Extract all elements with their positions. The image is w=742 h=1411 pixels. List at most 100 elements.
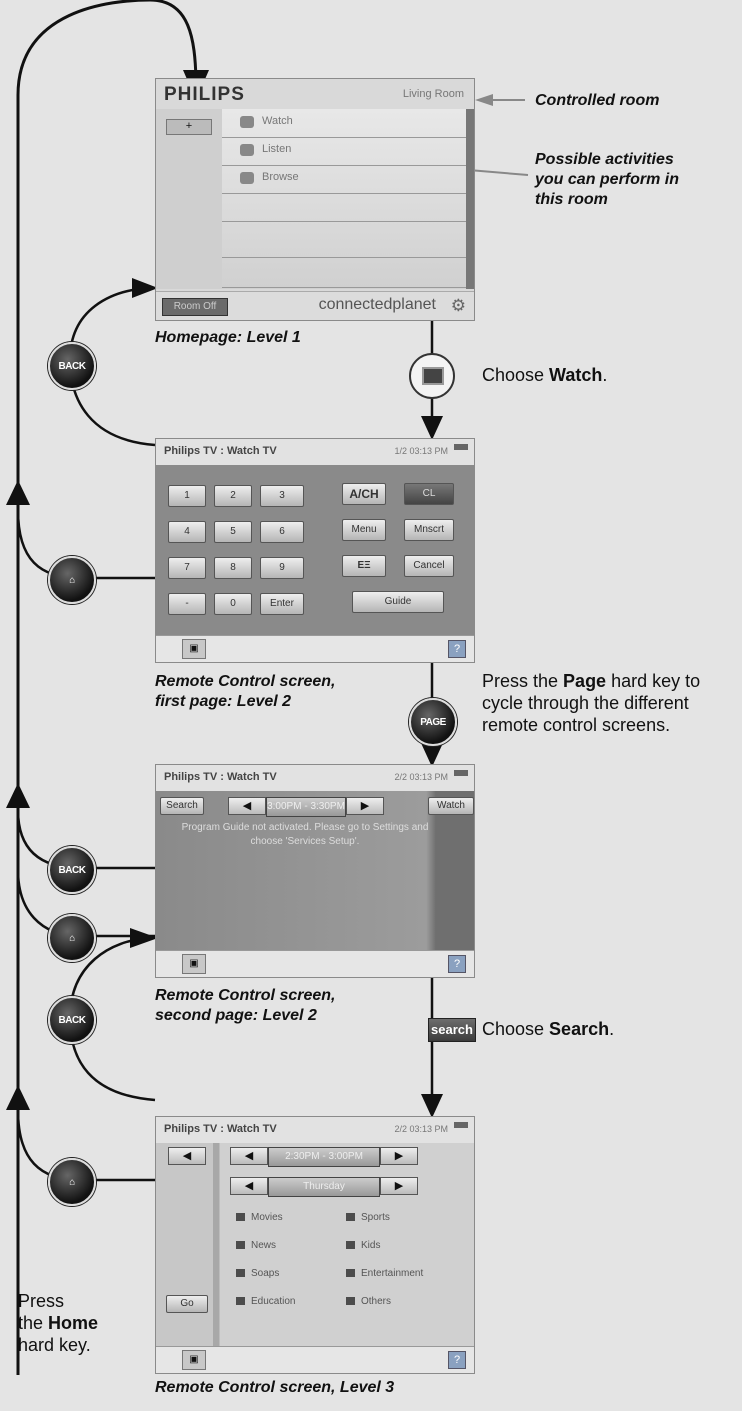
cancel-button[interactable]: Cancel xyxy=(404,555,454,577)
guide-area xyxy=(156,791,474,953)
screen-remote-level3: Philips TV : Watch TV 2/2 03:13 PM ◀ ◀ 2… xyxy=(155,1116,475,1374)
next-day-button[interactable]: ▶ xyxy=(380,1177,418,1195)
remote-switch-icon[interactable]: ▣ xyxy=(182,954,206,974)
back-hard-key-1[interactable]: BACK xyxy=(48,342,96,390)
watch-button[interactable]: Watch xyxy=(428,797,474,815)
annotation-controlled-room: Controlled room xyxy=(535,92,660,109)
up-arrow-2 xyxy=(6,783,30,808)
key-7[interactable]: 7 xyxy=(168,557,206,579)
search-area xyxy=(156,1143,474,1349)
key-6[interactable]: 6 xyxy=(260,521,304,543)
speaker-icon xyxy=(240,144,254,156)
category-news[interactable]: News xyxy=(236,1240,276,1251)
category-kids[interactable]: Kids xyxy=(346,1240,380,1251)
back-loop-1-head xyxy=(132,278,158,298)
activity-browse[interactable]: Browse xyxy=(222,165,466,194)
key-2[interactable]: 2 xyxy=(214,485,252,507)
help-icon[interactable]: ? xyxy=(448,640,466,658)
caption-level2-second: Remote Control screen, second page: Leve… xyxy=(155,987,336,1024)
activity-watch[interactable]: Watch xyxy=(222,109,466,138)
caption-level2-first: Remote Control screen, first page: Level… xyxy=(155,673,336,710)
homepage-footer: Room Off connectedplanet ⚙ xyxy=(156,291,474,320)
remote-switch-icon[interactable]: ▣ xyxy=(182,639,206,659)
next-time-button[interactable]: ▶ xyxy=(346,797,384,815)
home-hard-key-1[interactable]: ⌂ xyxy=(48,556,96,604)
key-4[interactable]: 4 xyxy=(168,521,206,543)
help-icon[interactable]: ? xyxy=(448,1351,466,1369)
prev-time-button[interactable]: ◀ xyxy=(230,1147,268,1165)
back-hard-key-2[interactable]: BACK xyxy=(48,846,96,894)
battery-icon xyxy=(454,1122,468,1128)
cl-button[interactable]: CL xyxy=(404,483,454,505)
category-entertainment[interactable]: Entertainment xyxy=(346,1268,423,1279)
help-icon[interactable]: ? xyxy=(448,955,466,973)
guide-message: Program Guide not activated. Please go t… xyxy=(181,822,429,847)
remote-header: Philips TV : Watch TV 2/2 03:13 PM xyxy=(156,1117,474,1144)
instruction-home: Press the Home hard key. xyxy=(18,1291,99,1355)
left-panel: + xyxy=(156,109,223,289)
key-enter[interactable]: Enter xyxy=(260,593,304,615)
home-hard-key-2[interactable]: ⌂ xyxy=(48,914,96,962)
remote-switch-icon[interactable]: ▣ xyxy=(182,1350,206,1370)
category-movies[interactable]: Movies xyxy=(236,1212,283,1223)
empty-row xyxy=(222,259,466,288)
ex-button[interactable]: ΕΞ xyxy=(342,555,386,577)
activity-listen[interactable]: Listen xyxy=(222,137,466,166)
guide-button[interactable]: Guide xyxy=(352,591,444,613)
screen-remote-first: Philips TV : Watch TV 1/2 03:13 PM 1 2 3… xyxy=(155,438,475,663)
menu-button[interactable]: Menu xyxy=(342,519,386,541)
activity-list: Watch Listen Browse xyxy=(222,109,466,289)
key-9[interactable]: 9 xyxy=(260,557,304,579)
search-button[interactable]: Search xyxy=(160,797,204,815)
tv-icon xyxy=(240,116,254,128)
prev-time-button[interactable]: ◀ xyxy=(228,797,266,815)
go-button[interactable]: Go xyxy=(166,1295,208,1313)
key-3[interactable]: 3 xyxy=(260,485,304,507)
empty-row xyxy=(222,193,466,222)
time-range: 2:30PM - 3:00PM xyxy=(268,1147,380,1167)
instruction-page: Press the Page hard key to cycle through… xyxy=(482,671,701,735)
home-hard-key-3[interactable]: ⌂ xyxy=(48,1158,96,1206)
settings-gear-icon[interactable]: ⚙ xyxy=(450,296,466,315)
room-off-button[interactable]: Room Off xyxy=(162,298,228,316)
category-sports[interactable]: Sports xyxy=(346,1212,390,1223)
page-time: 2/2 03:13 PM xyxy=(394,1124,448,1134)
prev-day-button[interactable]: ◀ xyxy=(230,1177,268,1195)
day-label: Thursday xyxy=(268,1177,380,1197)
category-education[interactable]: Education xyxy=(236,1296,295,1307)
key-0[interactable]: 0 xyxy=(214,593,252,615)
screen-remote-second: Philips TV : Watch TV 2/2 03:13 PM Searc… xyxy=(155,764,475,978)
key-5[interactable]: 5 xyxy=(214,521,252,543)
remote-header: Philips TV : Watch TV 1/2 03:13 PM xyxy=(156,439,474,466)
key-dash[interactable]: - xyxy=(168,593,206,615)
caption-level3: Remote Control screen, Level 3 xyxy=(155,1379,395,1396)
next-time-button[interactable]: ▶ xyxy=(380,1147,418,1165)
remote-footer: ▣ ? xyxy=(156,950,474,977)
page-hard-key[interactable]: PAGE xyxy=(409,698,457,746)
page-time: 2/2 03:13 PM xyxy=(394,772,448,782)
mnscrt-button[interactable]: Mnscrt xyxy=(404,519,454,541)
plus-button[interactable]: + xyxy=(166,119,212,135)
ach-button[interactable]: A/CH xyxy=(342,483,386,505)
back-hard-key-3[interactable]: BACK xyxy=(48,996,96,1044)
remote-footer: ▣ ? xyxy=(156,635,474,662)
home-loop-line xyxy=(16,0,198,1375)
caption-level1: Homepage: Level 1 xyxy=(155,329,301,346)
search-hard-key[interactable]: search xyxy=(428,1018,476,1042)
category-others[interactable]: Others xyxy=(346,1296,391,1307)
battery-icon xyxy=(454,770,468,776)
back-loop-2-head xyxy=(130,928,158,948)
key-1[interactable]: 1 xyxy=(168,485,206,507)
watch-icon xyxy=(409,353,455,399)
brand-label: connectedplanet xyxy=(318,296,436,313)
time-range: 3:00PM - 3:30PM xyxy=(266,797,346,817)
room-label: Living Room xyxy=(402,88,464,100)
scrollbar[interactable] xyxy=(466,109,474,289)
empty-row xyxy=(222,229,466,258)
remote-footer: ▣ ? xyxy=(156,1346,474,1373)
category-soaps[interactable]: Soaps xyxy=(236,1268,279,1279)
folder-icon xyxy=(240,172,254,184)
back-tab-button[interactable]: ◀ xyxy=(168,1147,206,1165)
remote-header: Philips TV : Watch TV 2/2 03:13 PM xyxy=(156,765,474,792)
key-8[interactable]: 8 xyxy=(214,557,252,579)
